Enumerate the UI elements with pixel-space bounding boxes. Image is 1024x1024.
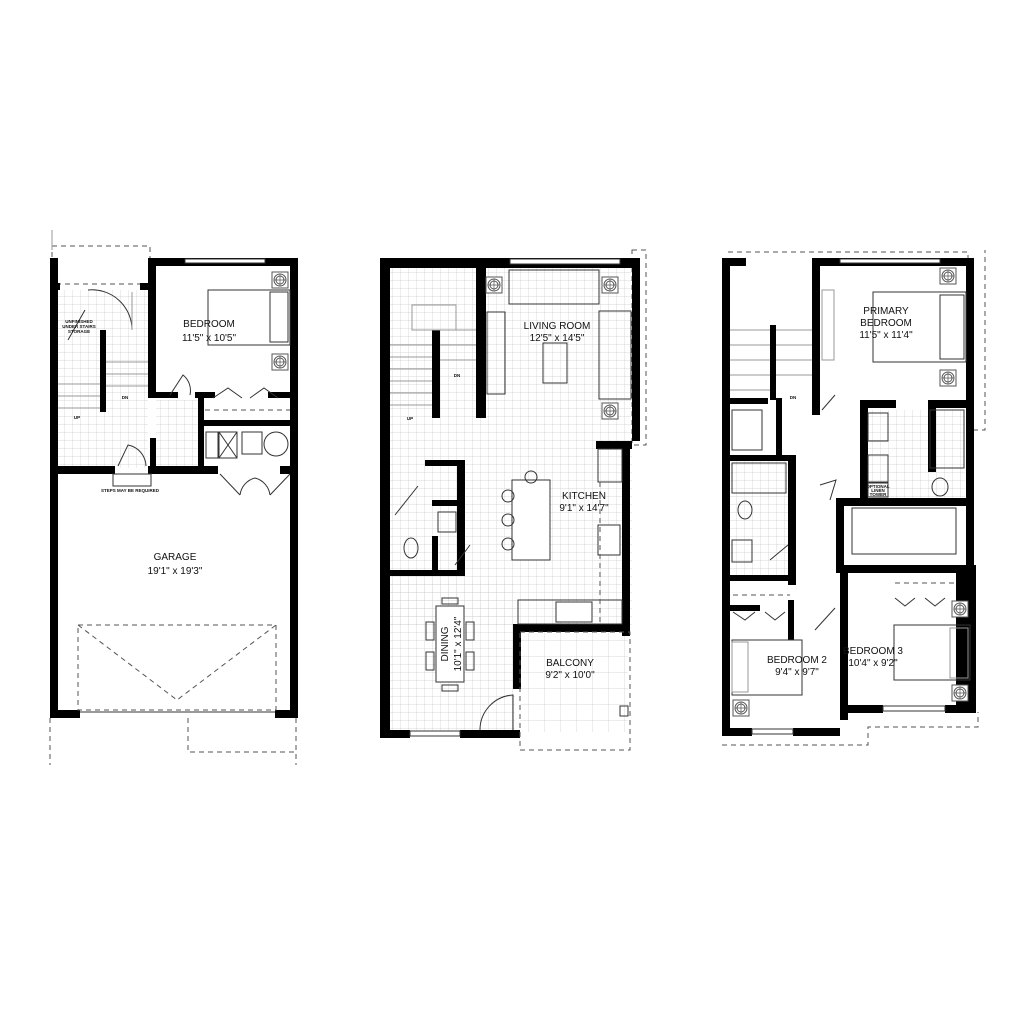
patio-door[interactable]	[479, 694, 514, 731]
room-label-primary: PRIMARY	[863, 306, 909, 317]
steps-note: STEPS MAY BE REQUIRED	[101, 488, 160, 493]
room-label-living: LIVING ROOM	[524, 321, 591, 332]
bathtub	[731, 462, 787, 494]
upper-level-plan: DN PRIMARY BEDROOM 11'5" x 11'4" OPTIONA…	[722, 250, 986, 746]
cooktop	[597, 524, 621, 556]
side-table-icon	[485, 276, 503, 294]
room-size-kitchen: 9'1" x 14'7"	[559, 503, 609, 514]
room-label-bedroom: BEDROOM	[183, 319, 235, 330]
nightstand-icon	[939, 369, 957, 387]
room-size-bedroom3: 10'4" x 9'2"	[848, 658, 898, 669]
garage-double-door[interactable]	[219, 473, 291, 496]
water-heater	[263, 431, 289, 457]
nightstand-icon	[732, 699, 750, 717]
balcony-outline	[519, 631, 631, 751]
room-label-balcony: BALCONY	[546, 658, 594, 669]
side-table-icon	[601, 276, 619, 294]
room-label-dining: DINING	[440, 626, 451, 661]
nightstand-icon	[271, 271, 289, 289]
bedroom2-door[interactable]	[814, 607, 836, 631]
room-size-primary: 11'5" x 11'4"	[859, 330, 913, 341]
garage-entry-door[interactable]	[117, 444, 147, 467]
linen-note: OPTIONAL	[866, 484, 890, 489]
room-label-bedroom2: BEDROOM 2	[767, 655, 827, 666]
nightstand-icon	[951, 600, 969, 618]
stair-label: DN	[454, 373, 461, 378]
room-size-balcony: 9'2" x 10'0"	[545, 670, 595, 681]
lower-level-plan: UNFINISHED UNDER STAIRS STORAGE DN UP ST…	[49, 230, 298, 765]
room-size-bedroom2: 9'4" x 9'7"	[775, 667, 819, 678]
room-label-garage: GARAGE	[154, 552, 197, 563]
nightstand-icon	[271, 353, 289, 371]
storage-note: UNDER STAIRS	[62, 324, 95, 329]
stair-label: UP	[407, 416, 413, 421]
stair-label: DN	[122, 395, 129, 400]
primary-door[interactable]	[821, 394, 836, 411]
bathtub	[929, 409, 965, 469]
room-size-garage: 19'1" x 19'3"	[148, 566, 203, 577]
storage-note: UNFINISHED	[65, 319, 93, 324]
bedroom-door[interactable]	[169, 374, 191, 396]
stair-label: DN	[790, 395, 797, 400]
bed	[893, 624, 971, 681]
fireplace	[486, 311, 506, 395]
room-size-bedroom: 11'5" x 10'5"	[182, 333, 237, 344]
room-label-bedroom3: BEDROOM 3	[843, 646, 903, 657]
side-table-icon	[601, 402, 619, 420]
sink	[555, 601, 593, 623]
nightstand-icon	[939, 267, 957, 285]
nightstand-icon	[951, 684, 969, 702]
room-size-living: 12'5" x 14'5"	[530, 333, 585, 344]
dining-table	[435, 605, 465, 683]
linen-note: TOWER	[870, 492, 887, 497]
main-level-plan: DN UP LIVING ROOM 12'5" x 14'5" KITCHEN …	[380, 249, 647, 751]
storage-note: STORAGE	[68, 329, 90, 334]
room-size-dining: 10'1" x 12'4"	[453, 616, 464, 671]
bed	[207, 289, 291, 346]
stair-label: UP	[74, 415, 80, 420]
room-label-primary: BEDROOM	[860, 318, 912, 329]
linen-note: LINEN	[871, 488, 885, 493]
porch-outline	[51, 245, 151, 285]
kitchen-island	[511, 479, 551, 561]
garage-door-outline	[77, 624, 277, 711]
sofa	[598, 310, 632, 400]
bed	[872, 291, 967, 363]
sofa	[508, 269, 600, 305]
room-label-kitchen: KITCHEN	[562, 491, 606, 502]
